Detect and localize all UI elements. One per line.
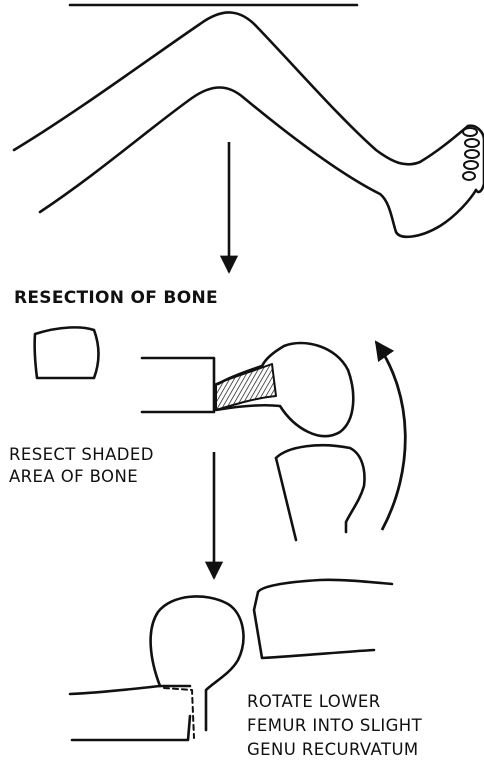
femur-shaft-final-lower: [72, 716, 190, 740]
flexed-leg-illustration: [14, 5, 484, 237]
toes-icon: [463, 128, 479, 180]
resect-instruction: RESECT SHADED AREA OF BONE: [9, 444, 154, 488]
rotate-line-1: ROTATE LOWER: [247, 690, 422, 714]
rotate-instruction: ROTATE LOWER FEMUR INTO SLIGHT GENU RECU…: [247, 690, 422, 762]
femoral-condyle-final: [151, 596, 244, 730]
resect-line-2: AREA OF BONE: [9, 466, 154, 488]
rotate-line-3: GENU RECURVATUM: [247, 738, 422, 762]
resection-illustration: [35, 327, 365, 540]
leg-lower-outline: [40, 88, 476, 237]
heading-resection-of-bone: RESECTION OF BONE: [14, 288, 218, 308]
femur-shaft-final-upper: [70, 686, 190, 694]
resected-bone-block: [35, 327, 99, 378]
tibia-final: [254, 580, 392, 658]
resect-line-1: RESECT SHADED: [9, 444, 154, 466]
leg-upper-outline: [14, 12, 468, 164]
rotate-arrow: [376, 342, 405, 530]
tibia-plateau: [276, 445, 364, 532]
femur-shaft-upper: [142, 358, 214, 410]
tibia-shaft-left: [276, 458, 296, 540]
rotate-line-2: FEMUR INTO SLIGHT: [247, 714, 422, 738]
